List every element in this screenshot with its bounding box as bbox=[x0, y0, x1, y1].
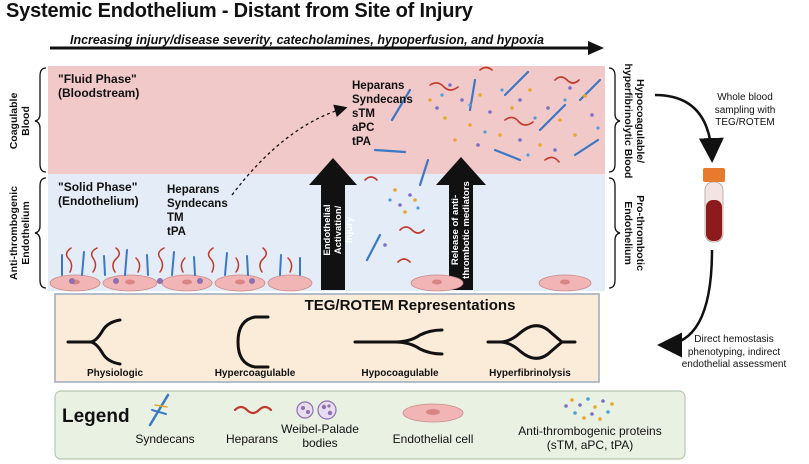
hypocoagulable-blood-label: Hypocoagulable/ hyperfibrinolytic Blood bbox=[622, 63, 646, 179]
bloodstream-molecule: Syndecans bbox=[352, 94, 413, 106]
teg-label-hyperfibrinolysis: Hyperfibrinolysis bbox=[489, 368, 571, 379]
coagulable-blood-label: Coagulable Blood bbox=[8, 92, 32, 150]
bloodstream-molecule: sTM bbox=[352, 108, 375, 120]
syndecan-legend-icon bbox=[148, 393, 170, 427]
antithrombogenic-protein-cloud bbox=[383, 83, 600, 247]
bloodstream-molecule-list: Heparans Syndecans sTM aPC tPA bbox=[352, 79, 413, 149]
solid-phase-label: "Solid Phase" (Endothelium) bbox=[58, 180, 139, 208]
teg-label-hypocoagulable: Hypocoagulable bbox=[361, 368, 439, 379]
bloodstream-molecule: tPA bbox=[352, 136, 371, 148]
left-brace-antithrombogenic bbox=[34, 177, 47, 289]
fluid-phase-label: "Fluid Phase" (Bloodstream) bbox=[58, 72, 140, 100]
right-brace-prothrombotic bbox=[608, 177, 621, 289]
blood-sample-tube bbox=[703, 168, 725, 243]
severity-arrow-caption: Increasing injury/disease severity, cate… bbox=[70, 33, 545, 47]
weibel-palade-legend-icon bbox=[296, 400, 337, 420]
antithrombogenic-legend-icon bbox=[564, 397, 614, 421]
endothelium-molecule: Syndecans bbox=[167, 198, 228, 210]
physiologic-tracing bbox=[66, 318, 122, 366]
legend-box bbox=[54, 390, 686, 460]
teg-label-physiologic: Physiologic bbox=[86, 368, 144, 379]
legend-label-heparans: Heparans bbox=[225, 432, 279, 446]
bloodstream-molecule: Heparans bbox=[352, 80, 405, 92]
antithrombogenic-endothelium-label: Anti-thrombogenic Endothelium bbox=[8, 186, 32, 280]
bloodstream-molecule: aPC bbox=[352, 122, 375, 134]
teg-tracing-shapes bbox=[66, 315, 577, 369]
shed-glycocalyx-fragments bbox=[364, 66, 602, 263]
endothelium-molecule: tPA bbox=[167, 226, 186, 238]
heparan-legend-icon bbox=[233, 405, 273, 415]
hypocoagulable-tracing bbox=[353, 328, 444, 356]
sampling-arrow bbox=[654, 93, 724, 163]
teg-rotem-title: TEG/ROTEM Representations bbox=[304, 297, 516, 314]
phenotyping-note: Direct hemostasis phenotyping, indirect … bbox=[681, 334, 787, 370]
whole-blood-note: Whole blood sampling with TEG/ROTEM bbox=[714, 92, 776, 128]
endothelium-molecule: Heparans bbox=[167, 184, 220, 196]
activation-arrow-label: Endothelial Activation/ Injury bbox=[322, 204, 355, 256]
endothelial-cell-legend-icon bbox=[402, 403, 464, 423]
activation-up-arrow bbox=[309, 158, 357, 290]
endothelium-molecule: TM bbox=[167, 212, 184, 224]
teg-label-hypercoagulable: Hypercoagulable bbox=[214, 368, 296, 379]
legend-label-antithrombogenic-proteins: Anti-thrombogenic proteins (sTM, aPC, tP… bbox=[518, 424, 662, 452]
left-brace-coagulable bbox=[34, 67, 47, 173]
endothelium-molecule-list: Heparans Syndecans TM tPA bbox=[167, 183, 228, 239]
release-arrow-label: Release of anti- thrombotic mediators bbox=[450, 181, 472, 279]
legend-title: Legend bbox=[62, 406, 130, 427]
teg-rotem-box bbox=[54, 293, 600, 383]
dotted-transition-arrow bbox=[231, 104, 348, 196]
severity-arrow bbox=[50, 41, 604, 55]
right-brace-hypocoagulable bbox=[608, 67, 621, 173]
phenotyping-arrow bbox=[657, 249, 714, 358]
legend-label-endothelial-cell: Endothelial cell bbox=[392, 432, 474, 446]
legend-label-weibel-palade: Weibel-Palade bodies bbox=[281, 422, 359, 450]
release-up-arrow bbox=[436, 157, 486, 290]
page-title: Systemic Endothelium - Distant from Site… bbox=[6, 0, 473, 22]
prothrombotic-endothelium-label: Pro-thrombotic Endothelium bbox=[622, 195, 646, 271]
hypercoagulable-tracing bbox=[236, 315, 270, 369]
legend-label-syndecans: Syndecans bbox=[135, 432, 195, 446]
endothelial-glycocalyx bbox=[61, 247, 301, 284]
hyperfibrinolysis-tracing bbox=[486, 324, 577, 360]
